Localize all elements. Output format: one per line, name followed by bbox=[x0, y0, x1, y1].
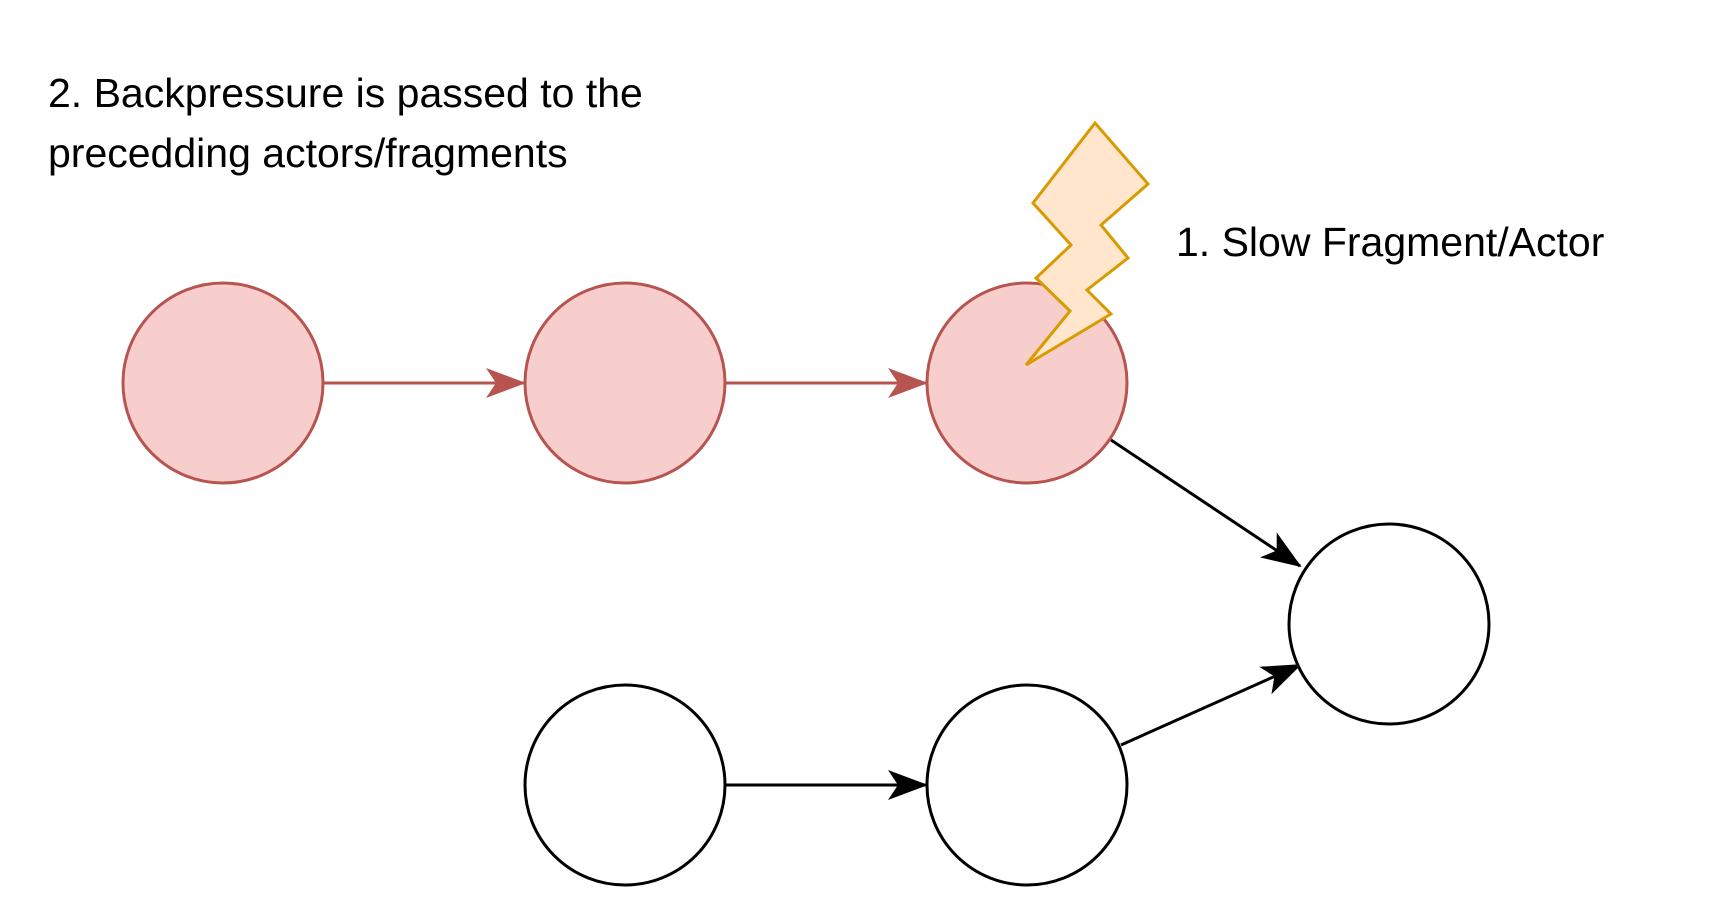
backpressure-annotation-line2: precedding actors/fragments bbox=[48, 130, 568, 176]
slow-actor-annotation: 1. Slow Fragment/Actor bbox=[1176, 219, 1605, 265]
node-lower-2 bbox=[925, 683, 1129, 887]
backpressure-annotation-line1: 2. Backpressure is passed to the bbox=[48, 70, 643, 116]
edge-node5-to-node6 bbox=[1120, 663, 1302, 747]
node-pressured-2 bbox=[523, 281, 727, 485]
node-lower-1 bbox=[523, 683, 727, 887]
node-pressured-1 bbox=[121, 281, 325, 485]
node-downstream bbox=[1287, 522, 1491, 726]
lightning-bolt-icon bbox=[1024, 120, 1151, 367]
backpressure-annotation: 2. Backpressure is passed to the precedd… bbox=[48, 63, 643, 183]
edge-node3-to-node6 bbox=[1110, 438, 1302, 568]
